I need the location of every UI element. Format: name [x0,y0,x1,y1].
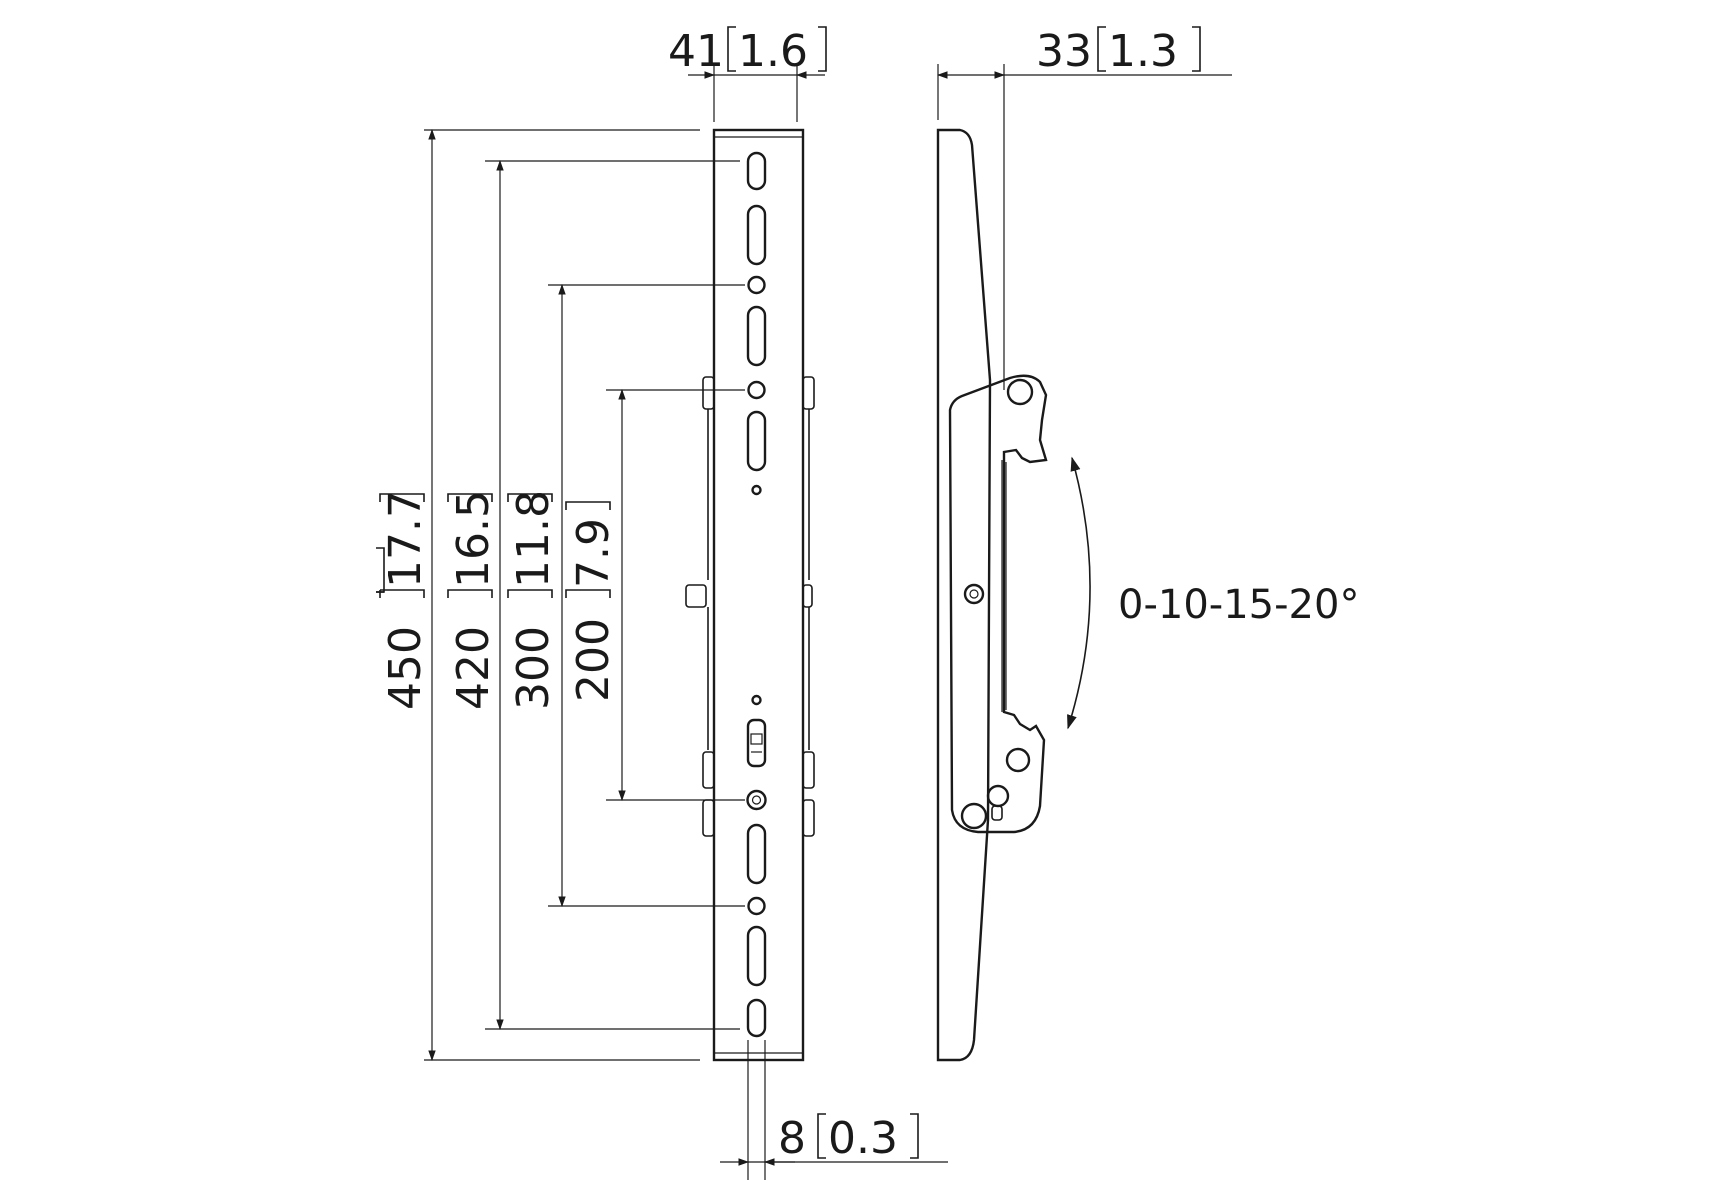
upper-pivot [1006,378,1034,406]
strip-outline [712,128,805,1062]
front-view-strip [685,128,815,1062]
lower-pivot [1005,747,1031,773]
dim-bottom-offset-inch: 0.3 [828,1113,898,1164]
dim-height-total: 450 17.7 [376,128,700,1062]
dim-side-depth-mm: 33 [1036,26,1092,77]
side-view: 33 1.3 0-10-15-20° [936,26,1359,1062]
dim-height-420-mm: 420 [448,626,499,710]
locking-knob [685,584,707,608]
dim-height-300-mm: 300 [508,626,559,710]
side-profile [936,128,992,1062]
strip-holes [746,151,767,1038]
dim-height-420-inch: 16.5 [448,490,499,588]
dim-height-200: 200 7.9 [565,388,745,802]
dim-height-200-mm: 200 [568,618,619,702]
tilt-bracket [948,374,1048,834]
dim-top-width: 41 1.6 [668,26,827,122]
dim-height-300-inch: 11.8 [508,490,559,588]
dim-height-200-inch: 7.9 [568,518,619,588]
dim-height-total-inch: 17.7 [380,490,431,588]
dim-height-total-mm: 450 [380,626,431,710]
center-bolt [963,583,985,605]
dim-height-420: 420 16.5 [447,159,740,1031]
dim-bottom-offset: 8 0.3 [720,1040,948,1180]
dim-side-depth-inch: 1.3 [1108,26,1178,77]
dim-top-width-mm: 41 [668,26,724,77]
dim-bottom-offset-mm: 8 [778,1113,806,1164]
tilt-arc [1067,456,1091,730]
dim-top-width-inch: 1.6 [738,26,808,77]
bottom-pivot [960,802,988,830]
tilt-label: 0-10-15-20° [1118,582,1359,628]
dim-height-300: 300 11.8 [507,283,745,908]
dim-side-depth: 33 1.3 [936,26,1232,390]
rear-bracket [685,376,815,837]
